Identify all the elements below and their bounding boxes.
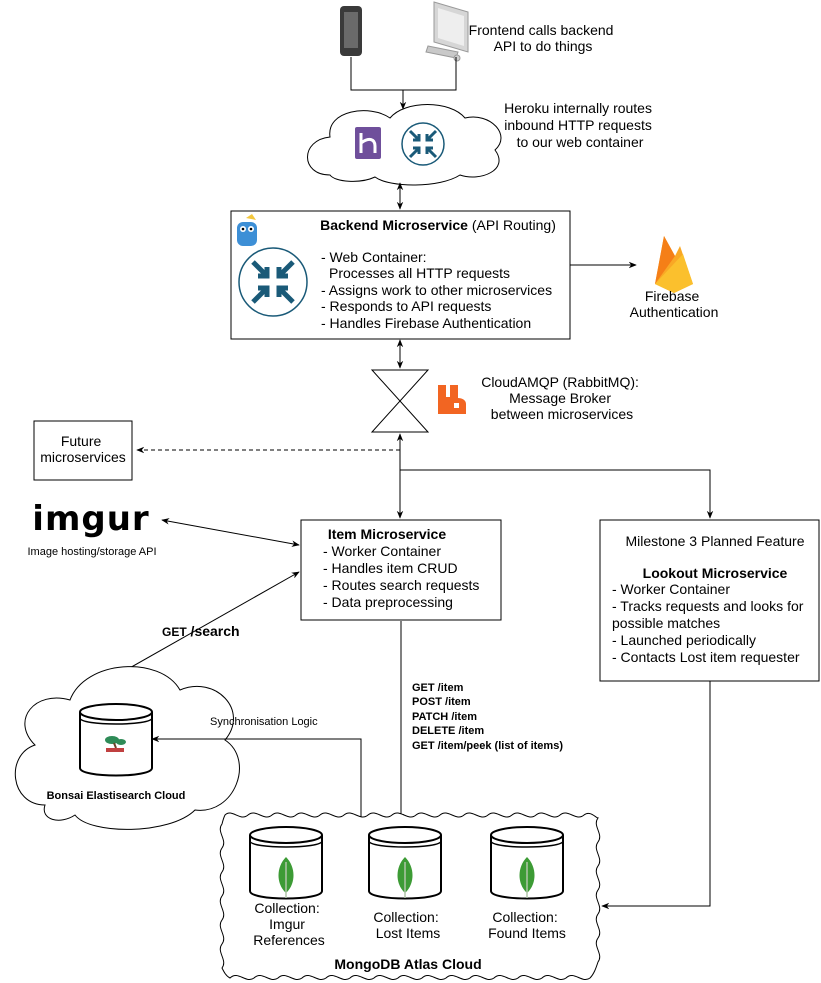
- bonsai-label: Bonsai Elastisearch Cloud: [47, 790, 186, 802]
- mongodb-label: MongoDB Atlas Cloud: [334, 956, 481, 972]
- svg-text:DELETE /item: DELETE /item: [412, 725, 484, 737]
- svg-text:POST /item: POST /item: [412, 696, 471, 708]
- search-arrow: [111, 571, 300, 679]
- lookout-mongo-arrow: [601, 681, 711, 910]
- lookout-microservice-box: [599, 519, 820, 682]
- lookout-pretitle: Milestone 3 Planned Feature: [626, 533, 805, 549]
- rabbitmq-icon: [438, 385, 466, 414]
- sync-label: Synchronisation Logic: [210, 716, 318, 728]
- svg-text:GET /item: GET /item: [412, 682, 464, 694]
- future-microservices-label: Future microservices: [40, 433, 126, 465]
- item-microservice-details: - Worker Container - Handles item CRUD -…: [323, 543, 483, 610]
- lookout-title: Lookout Microservice: [643, 565, 788, 581]
- imgur-logo: imgur: [32, 499, 149, 539]
- database-icon: [79, 703, 153, 777]
- item-microservice-box: [300, 519, 502, 621]
- backend-details: - Web Container: Processes all HTTP requ…: [321, 249, 556, 331]
- router-icon: [238, 247, 308, 317]
- lookout-details: - Worker Container - Tracks requests and…: [612, 581, 807, 665]
- message-broker-symbol: [370, 369, 430, 433]
- heroku-icon: [355, 127, 381, 159]
- item-microservice-title: Item Microservice: [328, 526, 446, 542]
- device-connector: [350, 57, 457, 110]
- svg-text:PATCH /item: PATCH /item: [412, 711, 477, 723]
- heroku-note: Heroku internally routes inbound HTTP re…: [504, 100, 656, 150]
- firebase-label: Firebase Authentication: [630, 288, 719, 320]
- phone-icon: [340, 6, 362, 56]
- bonsai-tree-icon: [105, 736, 126, 752]
- mongodb-leaf-icon: [397, 857, 413, 898]
- search-label: GET /search: [162, 623, 240, 639]
- gopher-icon: [237, 214, 257, 246]
- imgur-item-arrow: [161, 518, 300, 547]
- collection-lost-label: Collection: Lost Items: [373, 909, 442, 941]
- monitor-icon: [425, 1, 469, 62]
- svg-text:GET /item/peek (list of items): GET /item/peek (list of items): [412, 740, 563, 752]
- item-routes: GET /item POST /item PATCH /item DELETE …: [412, 682, 563, 752]
- mongodb-leaf-icon: [278, 857, 294, 898]
- future-microservices-box: [33, 420, 133, 481]
- router-icon: [401, 122, 445, 166]
- cloudamqp-note: CloudAMQP (RabbitMQ): Message Broker bet…: [481, 374, 643, 422]
- backend-title: Backend Microservice (API Routing): [320, 217, 556, 233]
- broker-connectors: [136, 433, 714, 519]
- frontend-note: Frontend calls backend API to do things: [469, 22, 618, 54]
- collection-imgur-label: Collection: Imgur References: [253, 900, 325, 948]
- firebase-icon: [655, 236, 693, 293]
- mongodb-leaf-icon: [519, 857, 535, 898]
- sync-arrow: [151, 735, 362, 817]
- imgur-caption: Image hosting/storage API: [27, 546, 156, 558]
- collection-found-label: Collection: Found Items: [488, 909, 566, 941]
